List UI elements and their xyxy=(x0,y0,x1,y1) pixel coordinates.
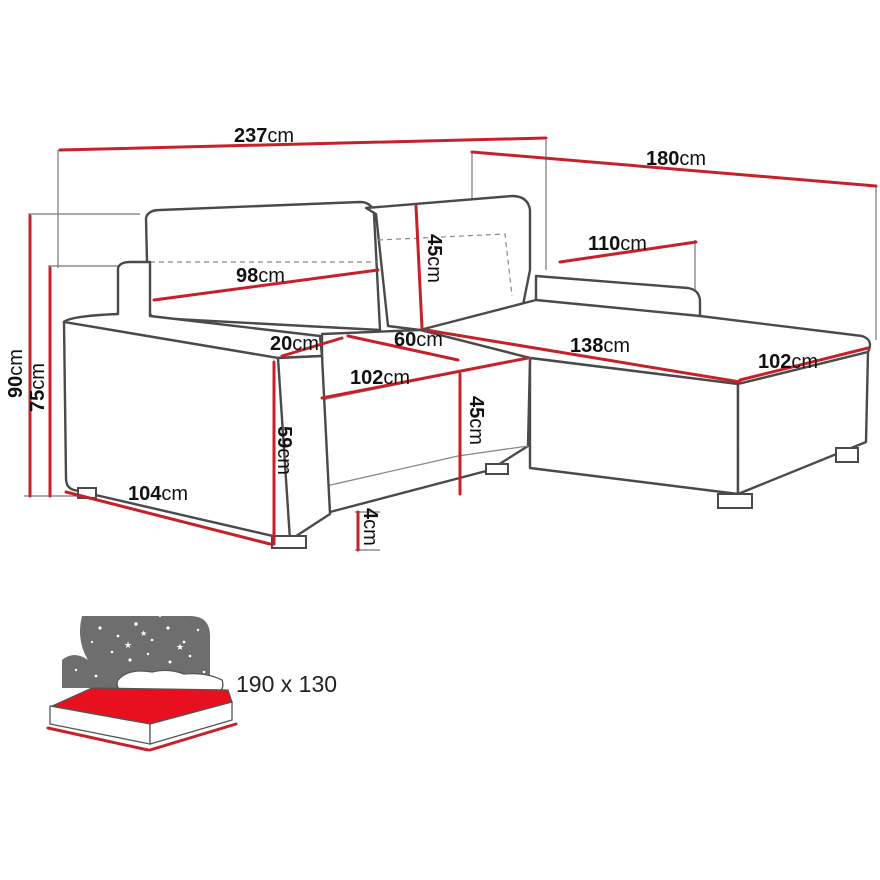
label-237: 237cm xyxy=(234,125,294,147)
label-90: 90cm xyxy=(5,349,27,398)
label-180: 180cm xyxy=(646,148,706,170)
mattress-side xyxy=(149,701,233,745)
bed-dim-line-length xyxy=(46,726,150,752)
dim-line-45-back xyxy=(414,204,424,330)
dim-line-110 xyxy=(558,240,698,264)
label-102-seat: 102cm xyxy=(350,367,410,389)
dim-line-138 xyxy=(424,328,742,384)
foot xyxy=(835,447,859,463)
label-138: 138cm xyxy=(570,335,630,357)
armrest-left-side xyxy=(276,354,332,542)
foot xyxy=(271,535,307,549)
armrest-left-front xyxy=(62,320,294,542)
dimension-labels: 237cm 180cm 110cm 90cm 75cm 98cm 45cm 20… xyxy=(5,125,818,546)
label-102-chaise: 102cm xyxy=(758,351,818,373)
label-75: 75cm xyxy=(27,363,49,412)
dim-line-102-chaise xyxy=(738,346,870,382)
main-seat xyxy=(320,328,532,514)
svg-text:★: ★ xyxy=(140,629,147,638)
stars: ★ ★ ★ xyxy=(74,614,206,678)
foot xyxy=(485,463,509,475)
label-98: 98cm xyxy=(236,265,285,287)
sofa-body xyxy=(62,194,872,549)
dimension-lines xyxy=(28,136,878,552)
svg-text:★: ★ xyxy=(124,641,132,651)
label-110: 110cm xyxy=(588,233,647,255)
dim-line-180 xyxy=(470,150,878,188)
dim-line-20 xyxy=(280,336,344,358)
bed-dim-line-width xyxy=(148,722,238,752)
armrest-left-top xyxy=(62,260,324,360)
sleeping-area-icon: ★ ★ ★ 190 x 130 xyxy=(46,614,337,752)
dim-line-60 xyxy=(346,334,460,362)
dim-line-237 xyxy=(58,136,548,152)
night-sky-icon xyxy=(62,616,210,688)
dim-line-98 xyxy=(152,268,380,302)
bed-size-label: 190 x 130 xyxy=(236,671,337,697)
label-60: 60cm xyxy=(394,329,443,351)
dim-line-104 xyxy=(64,490,272,546)
label-45-back: 45cm xyxy=(423,234,445,283)
label-4: 4cm xyxy=(359,508,381,546)
foot xyxy=(717,493,753,509)
svg-text:★: ★ xyxy=(176,643,184,653)
label-20: 20cm xyxy=(270,333,319,355)
label-104: 104cm xyxy=(128,483,188,505)
label-45-seat: 45cm xyxy=(465,396,487,445)
label-59: 59cm xyxy=(273,426,295,475)
dim-line-102-seat xyxy=(320,356,530,400)
chaise-side xyxy=(736,350,870,496)
